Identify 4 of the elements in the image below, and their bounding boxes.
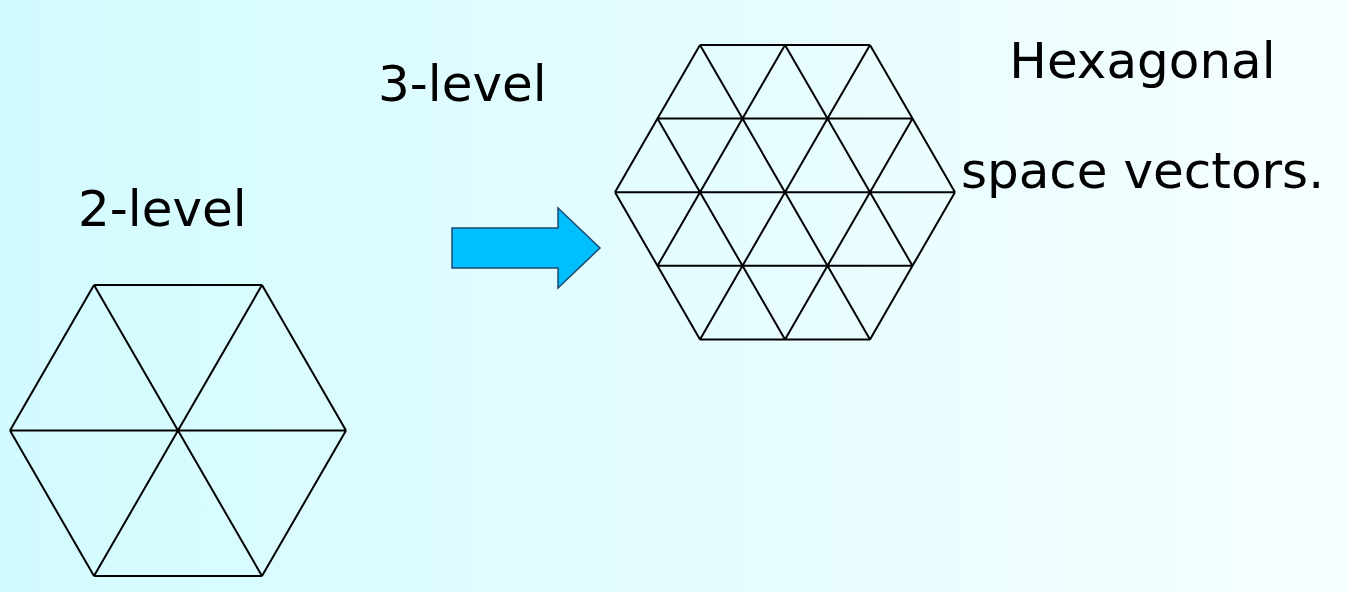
title: Hexagonal space vectors. [959,31,1326,202]
block-arrow [451,206,602,290]
level-label: 2-level [78,180,247,238]
level-label: 3-level [378,55,547,113]
